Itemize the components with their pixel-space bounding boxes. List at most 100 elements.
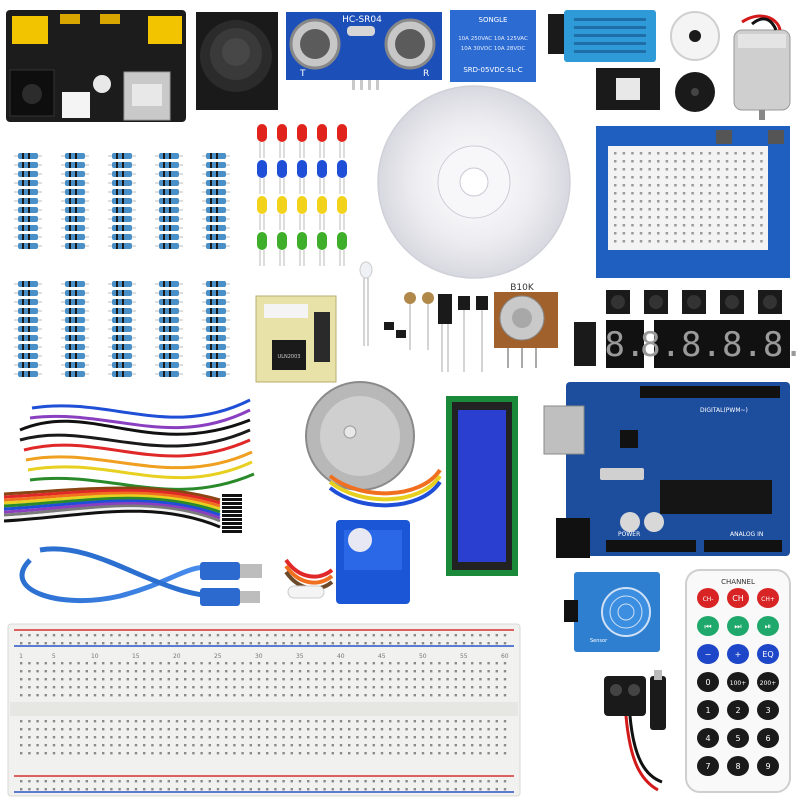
resistor xyxy=(108,225,136,231)
resistor xyxy=(155,198,183,204)
resistor xyxy=(14,198,42,204)
jumper-header-right xyxy=(148,16,182,44)
resistor xyxy=(202,344,230,350)
resistor xyxy=(61,243,89,249)
resistor xyxy=(202,207,230,213)
led xyxy=(317,232,327,266)
ribbon-connector xyxy=(222,514,242,517)
breadboard-number: 30 xyxy=(255,653,263,660)
board-usb-b-port xyxy=(543,405,585,455)
breadboard-number: 1 xyxy=(19,653,23,660)
resistor xyxy=(155,207,183,213)
remote-key: + xyxy=(727,644,749,664)
power-header xyxy=(606,540,696,552)
remote-key: 9 xyxy=(757,756,779,776)
resistor xyxy=(155,225,183,231)
resistor xyxy=(155,290,183,296)
resistor xyxy=(202,171,230,177)
resistor xyxy=(202,225,230,231)
remote-key-label: 5 xyxy=(735,734,740,743)
resistor xyxy=(14,162,42,168)
lcd-1602-display xyxy=(446,396,518,576)
resistor xyxy=(155,281,183,287)
resistor xyxy=(14,216,42,222)
led xyxy=(317,196,327,230)
resistor xyxy=(108,344,136,350)
resistor xyxy=(61,326,89,332)
remote-key-label: CH- xyxy=(703,596,714,603)
resistor xyxy=(14,207,42,213)
ribbon-connector xyxy=(222,498,242,501)
board-dc-jack xyxy=(556,518,590,558)
resistor xyxy=(108,207,136,213)
resistor xyxy=(61,299,89,305)
power-switch xyxy=(62,92,90,118)
seven-segment-quad: 8.8.8.8. xyxy=(640,320,800,368)
resistor xyxy=(202,290,230,296)
breadboard-number: 10 xyxy=(91,653,99,660)
resistor xyxy=(14,317,42,323)
resistor xyxy=(61,317,89,323)
resistor xyxy=(202,335,230,341)
resistor xyxy=(14,308,42,314)
led xyxy=(297,232,307,266)
resistor xyxy=(108,326,136,332)
led xyxy=(337,160,347,194)
ultrasonic-model-label: HC-SR04 xyxy=(342,15,382,25)
remote-key-label: 100+ xyxy=(730,680,746,687)
resistor xyxy=(108,362,136,368)
remote-key-label: ⏯ xyxy=(765,622,771,631)
remote-title: CHANNEL xyxy=(721,578,755,586)
stepper-driver-board: ULN2003 xyxy=(255,295,337,383)
resistor xyxy=(14,225,42,231)
remote-key-label: 9 xyxy=(765,762,770,771)
led xyxy=(297,124,307,158)
led-array xyxy=(257,124,347,266)
passive-buzzer xyxy=(670,11,720,61)
relay-brand: SONGLE xyxy=(479,16,508,24)
push-buttons xyxy=(606,290,782,314)
resistor xyxy=(61,281,89,287)
remote-key: 100+ xyxy=(727,672,749,692)
mini-breadboard xyxy=(608,146,768,250)
ribbon-cable xyxy=(3,486,242,533)
resistor xyxy=(202,353,230,359)
remote-key-label: 6 xyxy=(765,734,770,743)
ribbon-wire xyxy=(3,496,221,514)
led xyxy=(277,124,287,158)
relay-spec-2: 10A 30VDC 10A 28VDC xyxy=(461,46,526,52)
remote-key-label: 8 xyxy=(735,762,740,771)
push-button xyxy=(682,290,706,314)
led xyxy=(337,196,347,230)
remote-key: CH xyxy=(727,588,749,608)
jumper-header-left xyxy=(12,16,48,44)
ribbon-wire xyxy=(3,502,221,520)
resistor xyxy=(108,234,136,240)
joystick-module xyxy=(196,12,278,110)
resistor xyxy=(155,299,183,305)
resistor xyxy=(108,281,136,287)
seven-segment-single: 8. xyxy=(605,320,645,368)
resistor xyxy=(61,225,89,231)
remote-key: − xyxy=(697,644,719,664)
relay-module: SONGLE 10A 250VAC 10A 125VAC 10A 30VDC 1… xyxy=(450,10,536,82)
remote-key-label: 4 xyxy=(705,734,710,743)
resistor xyxy=(61,180,89,186)
resistor xyxy=(108,308,136,314)
breadboard-number: 25 xyxy=(214,653,222,660)
resistor xyxy=(155,180,183,186)
resistor xyxy=(61,290,89,296)
resistor xyxy=(155,153,183,159)
resistor xyxy=(202,198,230,204)
resistor xyxy=(61,189,89,195)
resistor xyxy=(155,171,183,177)
servo-motor xyxy=(284,520,410,604)
analog-header xyxy=(704,540,782,552)
resistor xyxy=(202,153,230,159)
resistor xyxy=(155,234,183,240)
led xyxy=(257,196,267,230)
usb-cable xyxy=(19,546,262,606)
breadboard-number: 35 xyxy=(296,653,304,660)
remote-key: 4 xyxy=(697,728,719,748)
ribbon-wire xyxy=(3,509,221,529)
